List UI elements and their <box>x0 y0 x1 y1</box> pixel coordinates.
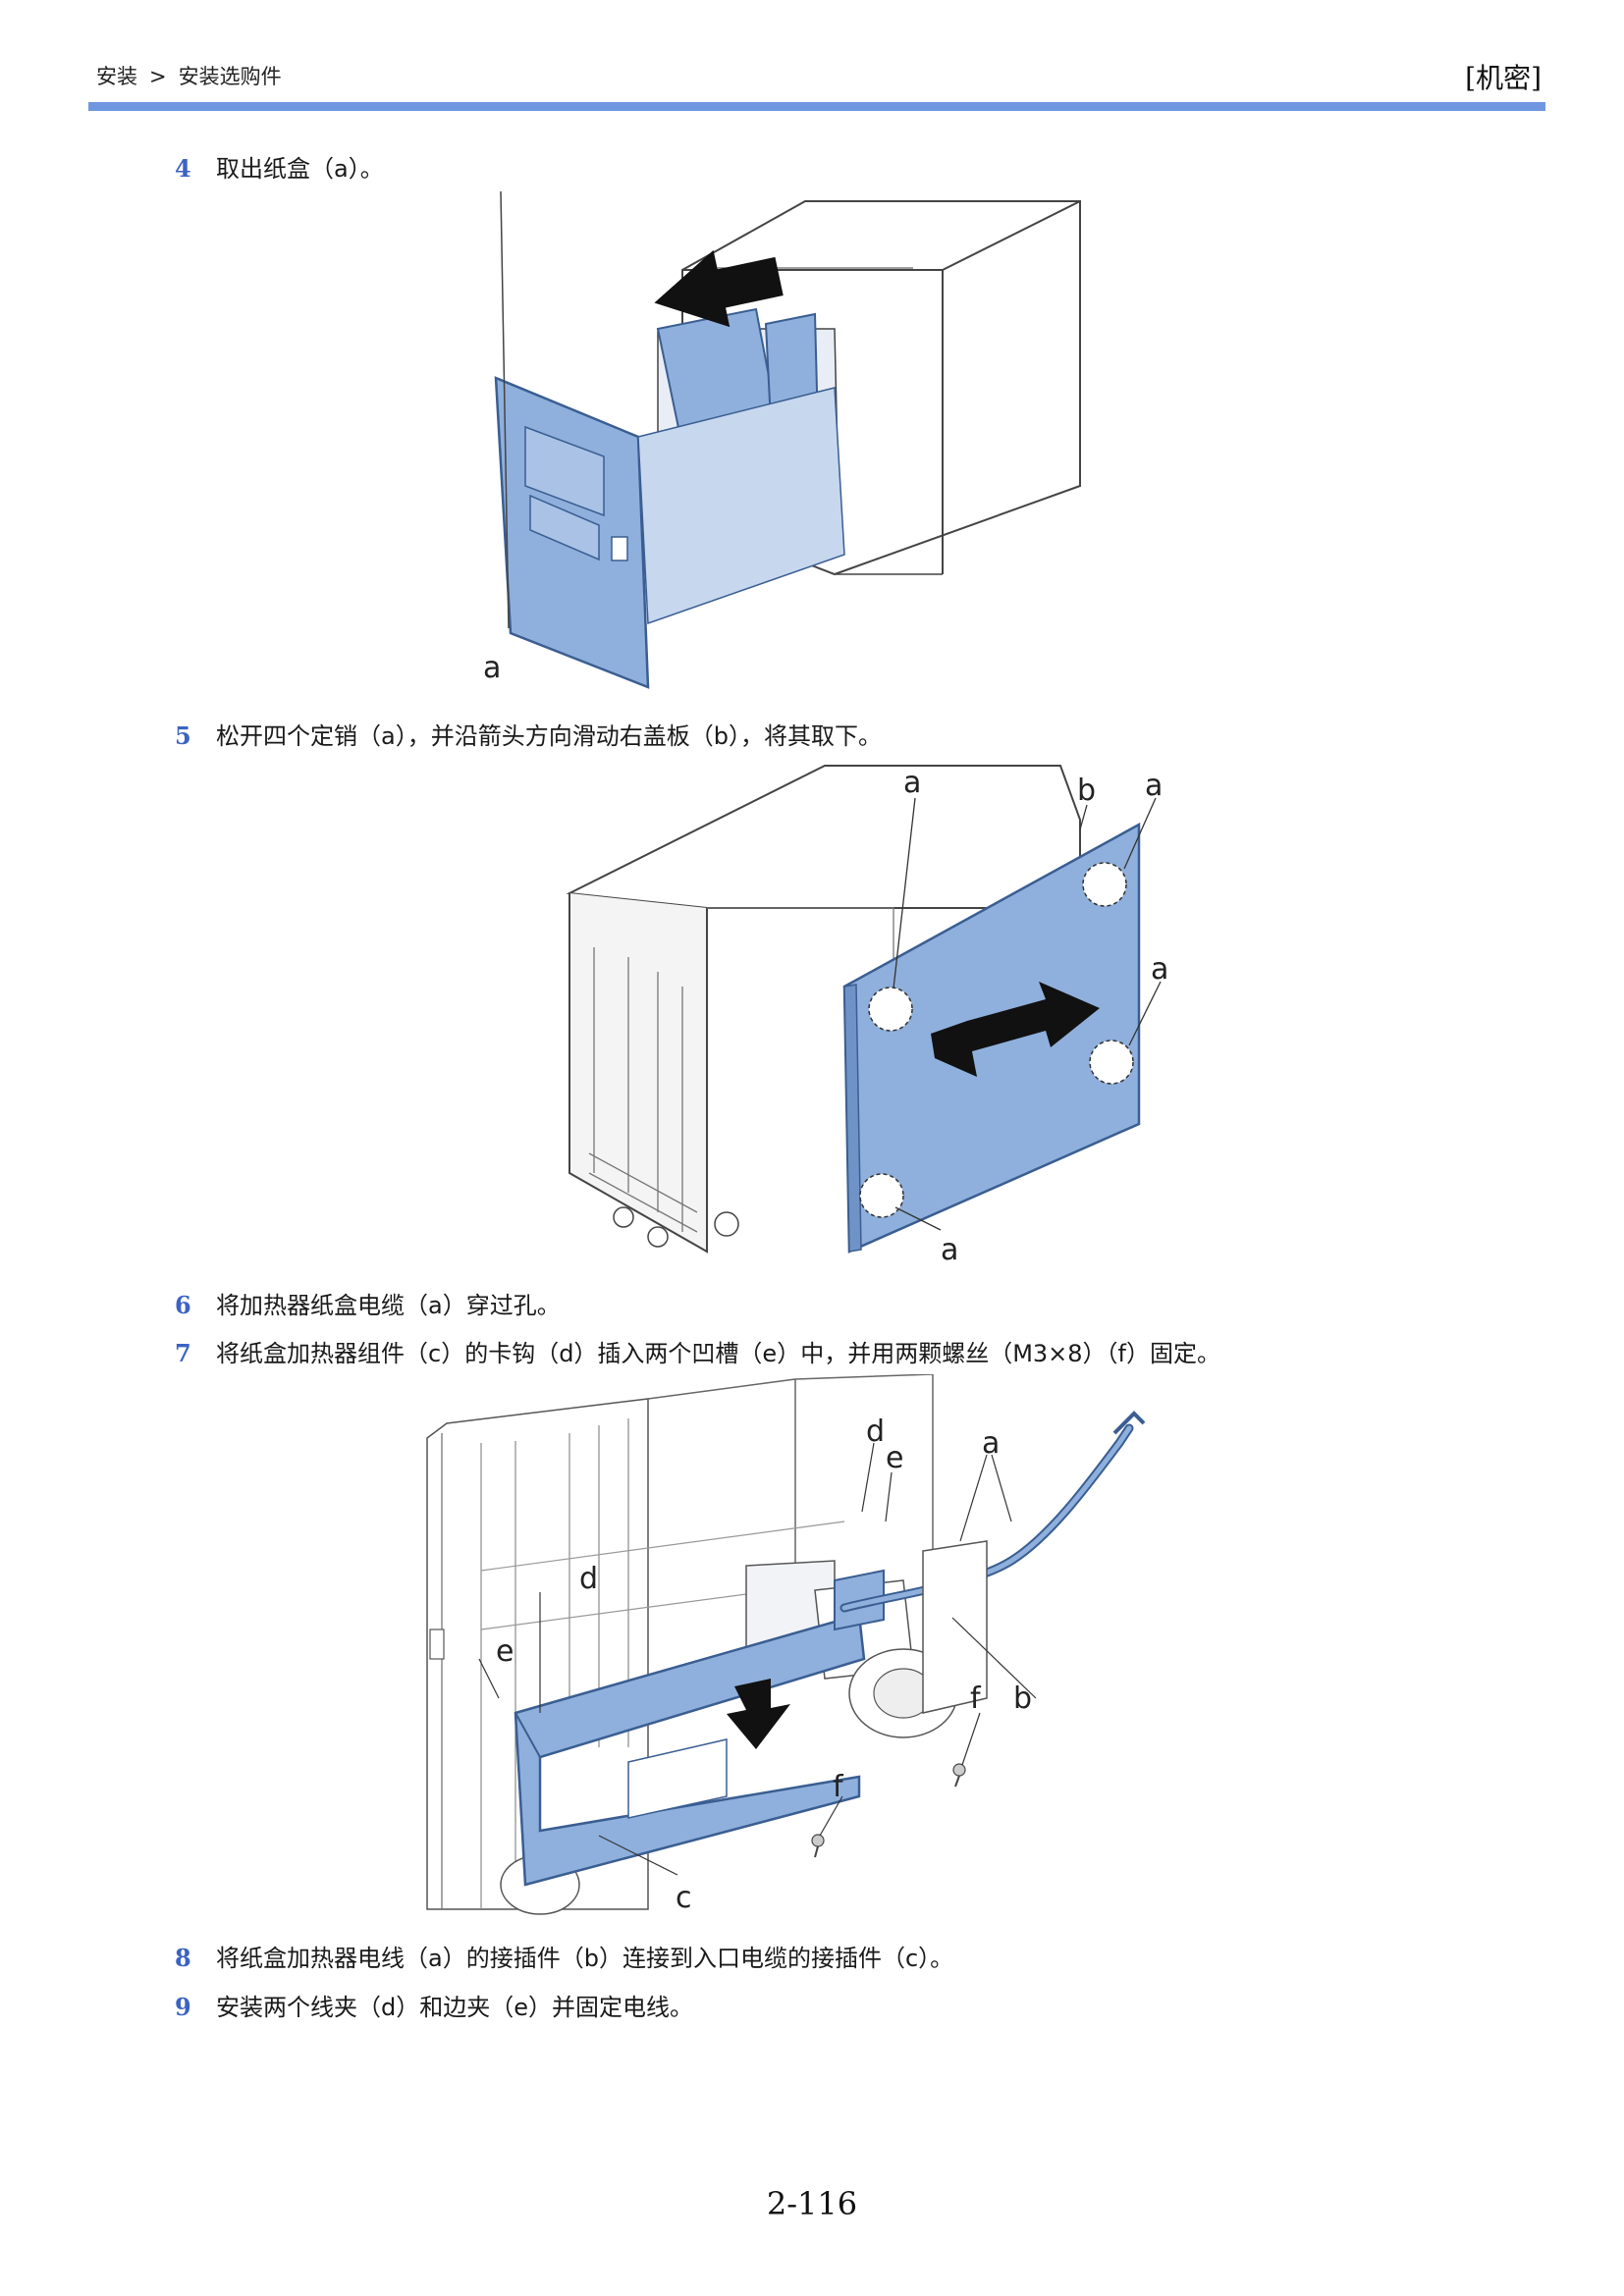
label-c-heater: c <box>676 1881 692 1915</box>
step-number: 4 <box>175 154 191 183</box>
pin-circle <box>1089 1040 1134 1085</box>
label-a-pin: a <box>1151 952 1168 987</box>
breadcrumb: 安装 > 安装选购件 <box>96 61 282 90</box>
step-number: 5 <box>175 721 191 750</box>
label-e-groove: e <box>886 1441 903 1475</box>
step-7: 7 将纸盒加热器组件（c）的卡钩（d）插入两个凹槽（e）中，并用两颗螺丝（M3×… <box>175 1334 1220 1368</box>
breadcrumb-subsection: 安装选购件 <box>178 65 282 88</box>
label-f-screw: f <box>970 1682 982 1716</box>
label-b-connector: b <box>1013 1682 1032 1716</box>
label-f-screw: f <box>833 1770 844 1804</box>
label-e-groove: e <box>496 1634 514 1669</box>
figure-remove-cassette: a <box>483 191 1081 689</box>
breadcrumb-separator: > <box>149 65 167 88</box>
step-text: 将纸盒加热器电线（a）的接插件（b）连接到入口电缆的接插件（c）。 <box>216 1945 954 1972</box>
screw-icon <box>952 1763 966 1788</box>
label-a-pin: a <box>1145 769 1163 803</box>
step-number: 7 <box>175 1339 191 1367</box>
screw-icon <box>811 1834 825 1858</box>
step-4: 4 取出纸盒（a）。 <box>175 149 384 184</box>
step-text: 安装两个线夹（d）和边夹（e）并固定电线。 <box>216 1994 693 2021</box>
step-number: 9 <box>175 1993 191 2021</box>
pin-circle <box>868 987 913 1032</box>
step-text: 将加热器纸盒电缆（a）穿过孔。 <box>216 1292 561 1319</box>
step-text: 将纸盒加热器组件（c）的卡钩（d）插入两个凹槽（e）中，并用两颗螺丝（M3×8）… <box>216 1340 1220 1367</box>
step-number: 8 <box>175 1944 191 1972</box>
label-a-cassette: a <box>483 651 501 685</box>
step-9: 9 安装两个线夹（d）和边夹（e）并固定电线。 <box>175 1988 693 2022</box>
label-a-cable: a <box>982 1426 1000 1461</box>
breadcrumb-section: 安装 <box>96 65 137 88</box>
figure-install-heater: d e a d e b f f c <box>426 1374 1146 1915</box>
step-5: 5 松开四个定销（a），并沿箭头方向滑动右盖板（b），将其取下。 <box>175 717 882 751</box>
label-d-hook: d <box>579 1562 598 1596</box>
header-rule <box>88 102 1545 111</box>
label-a-pin: a <box>941 1233 958 1267</box>
figure-remove-right-cover: a b a a a <box>566 765 1168 1267</box>
pin-circle <box>1082 862 1127 907</box>
insert-arrow <box>727 1679 790 1749</box>
step-8: 8 将纸盒加热器电线（a）的接插件（b）连接到入口电缆的接插件（c）。 <box>175 1939 953 1973</box>
step-text: 取出纸盒（a）。 <box>216 155 384 183</box>
step-6: 6 将加热器纸盒电缆（a）穿过孔。 <box>175 1286 561 1320</box>
pin-circle <box>859 1173 904 1218</box>
step-number: 6 <box>175 1291 191 1319</box>
label-b-cover: b <box>1077 774 1096 808</box>
slide-arrow <box>931 982 1100 1077</box>
step-text: 松开四个定销（a），并沿箭头方向滑动右盖板（b），将其取下。 <box>216 722 882 750</box>
page-number: 2-116 <box>766 2185 858 2222</box>
label-a-pin: a <box>903 766 921 800</box>
classification-label: [机密] <box>1465 62 1542 94</box>
label-d-hook: d <box>866 1415 885 1449</box>
pull-out-arrow <box>654 249 784 328</box>
heater-assembly <box>514 1613 866 1887</box>
